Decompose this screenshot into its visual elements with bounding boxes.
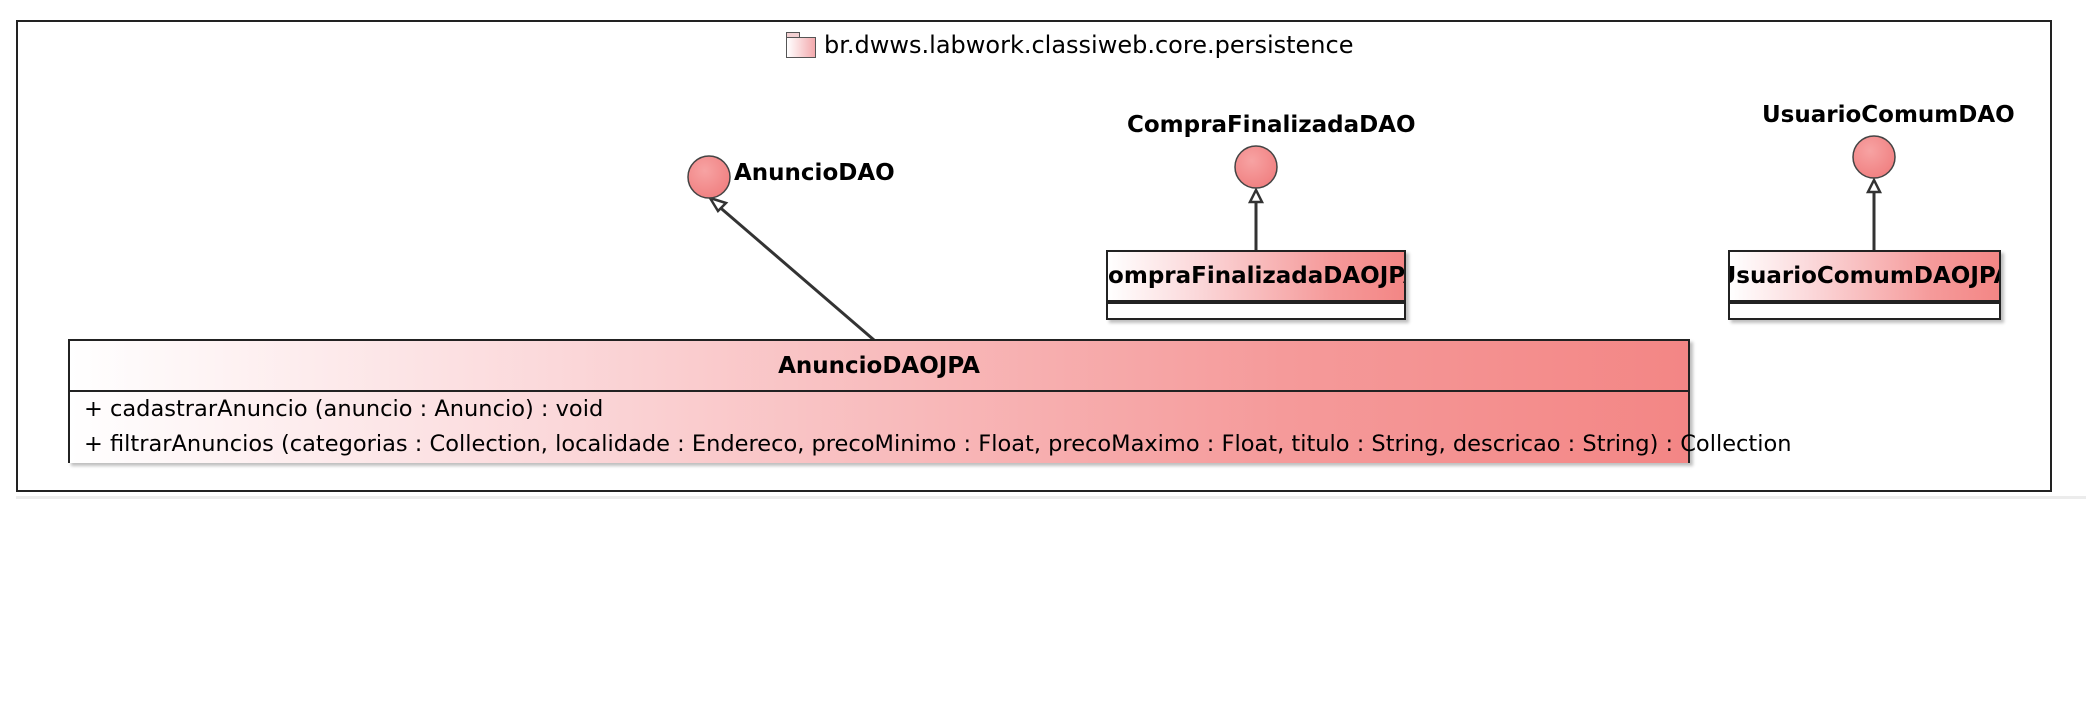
interface-label-usuario: UsuarioComumDAO: [1762, 102, 2015, 128]
interface-circle-usuario: [1852, 135, 1896, 179]
interface-label-compra: CompraFinalizadaDAO: [1127, 112, 1416, 138]
class-usuario-comum-dao-jpa: UsuarioComumDAOJPA: [1728, 250, 2001, 320]
page-edge: [16, 496, 2086, 499]
attributes-compartment: [1730, 302, 1999, 304]
attributes-compartment: [1108, 302, 1404, 304]
class-compra-finalizada-dao-jpa: CompraFinalizadaDAOJPA: [1106, 250, 1406, 320]
class-anuncio-dao-jpa: AnuncioDAOJPA + cadastrarAnuncio (anunci…: [68, 339, 1792, 463]
class-name-compra-finalizada-dao-jpa: CompraFinalizadaDAOJPA: [1108, 252, 1404, 302]
class-name-anuncio-dao-jpa: AnuncioDAOJPA: [70, 341, 1688, 392]
realization-arrowhead-usuario: [1865, 177, 1883, 194]
operations-compartment: + cadastrarAnuncio (anuncio : Anuncio) :…: [70, 392, 1792, 463]
operation-filtrar-anuncios: + filtrarAnuncios (categorias : Collecti…: [84, 431, 1792, 457]
interface-circle-compra: [1234, 145, 1278, 189]
operation-cadastrar-anuncio: + cadastrarAnuncio (anuncio : Anuncio) :…: [84, 396, 604, 422]
realization-line-anuncio: [715, 202, 875, 342]
package-title: br.dwws.labwork.classiweb.core.persisten…: [786, 28, 1353, 62]
realization-arrowhead-anuncio: [707, 195, 729, 214]
interface-label-anuncio: AnuncioDAO: [734, 160, 895, 186]
interface-circle-anuncio: [687, 155, 731, 199]
class-name-usuario-comum-dao-jpa: UsuarioComumDAOJPA: [1730, 252, 1999, 302]
package-icon: [786, 32, 816, 58]
package-name: br.dwws.labwork.classiweb.core.persisten…: [824, 31, 1354, 59]
realization-arrowhead-compra: [1247, 187, 1265, 204]
